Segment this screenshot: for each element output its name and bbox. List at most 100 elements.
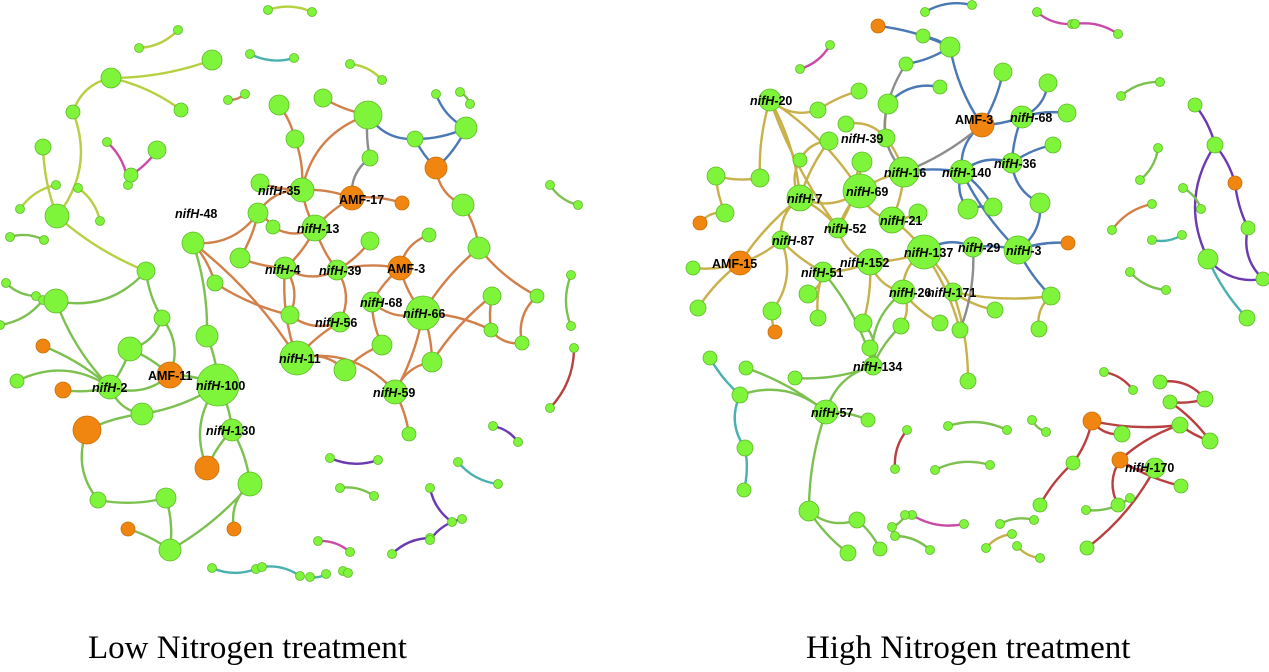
low-isolated-node bbox=[295, 571, 305, 581]
high-label-id: -29 bbox=[982, 241, 1000, 255]
high-isolated-node bbox=[985, 460, 995, 470]
high-label-id: -20 bbox=[774, 94, 792, 108]
low-bacteria-node bbox=[195, 324, 219, 348]
high-isolated-node bbox=[1002, 425, 1012, 435]
high-bacteria-node bbox=[809, 309, 827, 327]
low-label-gene: nifH bbox=[196, 379, 221, 393]
low-isolated-node bbox=[223, 95, 233, 105]
low-isolated-edge bbox=[390, 536, 432, 556]
low-edge bbox=[109, 58, 214, 80]
low-node-label: nifH-56 bbox=[315, 316, 357, 330]
low-bacteria-node bbox=[268, 94, 290, 116]
high-amf-node bbox=[1227, 175, 1243, 191]
high-isolated-node bbox=[1153, 143, 1163, 153]
low-bacteria-node bbox=[301, 214, 329, 242]
low-edge bbox=[55, 110, 83, 218]
high-bacteria-node bbox=[931, 314, 949, 332]
high-isolated-node bbox=[1099, 367, 1109, 377]
low-isolated-node bbox=[263, 5, 273, 15]
high-edge bbox=[1206, 257, 1249, 320]
low-label-id: -68 bbox=[384, 296, 402, 310]
high-label-gene: nifH bbox=[1010, 111, 1035, 125]
high-label-gene: nifH bbox=[958, 241, 983, 255]
low-nitrogen-caption: Low Nitrogen treatment bbox=[88, 630, 407, 666]
high-amf-node bbox=[1111, 451, 1129, 469]
high-edge bbox=[1245, 226, 1265, 281]
low-isolated-node bbox=[257, 562, 267, 572]
low-amf-node bbox=[35, 338, 51, 354]
high-bacteria-node bbox=[1079, 540, 1095, 556]
low-bacteria-node bbox=[280, 305, 300, 325]
low-node-label: nifH-39 bbox=[319, 264, 361, 278]
high-bacteria-node bbox=[689, 299, 707, 317]
high-isolated-edge bbox=[998, 517, 1036, 526]
low-isolated-edge bbox=[248, 52, 296, 62]
high-node-label: nifH-87 bbox=[772, 234, 814, 248]
high-label-id: -39 bbox=[865, 132, 883, 146]
low-bacteria-node bbox=[361, 291, 383, 313]
low-bacteria-node bbox=[467, 236, 491, 260]
high-amf-node bbox=[969, 112, 995, 138]
high-bacteria-node bbox=[983, 197, 1003, 217]
high-bacteria-node bbox=[1187, 97, 1203, 113]
high-bacteria-node bbox=[1110, 497, 1126, 513]
low-bacteria-node bbox=[326, 259, 348, 281]
low-label-id: -130 bbox=[230, 424, 255, 438]
high-isolated-node bbox=[795, 64, 805, 74]
high-bacteria-node bbox=[819, 131, 839, 151]
high-node-label: nifH-26 bbox=[889, 286, 931, 300]
high-isolated-node bbox=[1107, 225, 1117, 235]
low-bacteria-node bbox=[247, 202, 269, 224]
high-edge bbox=[1090, 419, 1182, 429]
low-isolated-node bbox=[173, 25, 183, 35]
high-label-gene: nifH bbox=[811, 406, 836, 420]
low-bacteria-node bbox=[273, 256, 297, 280]
low-isolated-node bbox=[453, 457, 463, 467]
high-bacteria-node bbox=[872, 541, 888, 557]
high-isolated-node bbox=[1147, 235, 1157, 245]
high-bacteria-node bbox=[1030, 320, 1048, 338]
low-node-label: nifH-2 bbox=[92, 381, 127, 395]
high-isolated-edge bbox=[1110, 202, 1154, 232]
low-isolated-node bbox=[39, 235, 49, 245]
high-amf-node bbox=[870, 18, 886, 34]
low-edge bbox=[191, 241, 299, 360]
high-node-label: nifH-171 bbox=[927, 286, 976, 300]
low-isolated-node bbox=[425, 483, 435, 493]
low-network-nodes bbox=[0, 5, 583, 582]
high-node-label: nifH-52 bbox=[824, 222, 866, 236]
low-bacteria-node bbox=[123, 167, 139, 183]
low-bacteria-node bbox=[100, 67, 122, 89]
low-isolated-node bbox=[573, 200, 583, 210]
high-bacteria-node bbox=[962, 236, 984, 258]
high-bacteria-node bbox=[837, 115, 855, 133]
low-bacteria-node bbox=[65, 104, 81, 120]
low-edge bbox=[168, 482, 252, 552]
low-node-label: nifH-48 bbox=[175, 207, 217, 221]
high-bacteria-node bbox=[1038, 73, 1058, 93]
high-node-label: nifH-152 bbox=[840, 256, 889, 270]
low-bacteria-node bbox=[483, 322, 499, 338]
low-isolated-node bbox=[134, 43, 144, 53]
low-label-gene: nifH bbox=[175, 207, 200, 221]
low-isolated-node bbox=[545, 403, 555, 413]
low-bacteria-node bbox=[360, 231, 380, 251]
low-isolated-edge bbox=[316, 539, 352, 554]
low-amf-node bbox=[226, 521, 242, 537]
high-isolated-edge bbox=[946, 420, 1009, 432]
high-isolated-edge bbox=[1102, 370, 1135, 392]
high-isolated-node bbox=[1027, 415, 1037, 425]
high-bacteria-node bbox=[812, 261, 834, 283]
high-bacteria-node bbox=[1001, 152, 1023, 174]
high-bacteria-node bbox=[1010, 105, 1034, 129]
high-isolated-node bbox=[1155, 77, 1165, 87]
low-bacteria-node bbox=[158, 538, 182, 562]
low-bacteria-node bbox=[529, 288, 545, 304]
low-bacteria-node bbox=[382, 379, 408, 405]
high-bacteria-node bbox=[959, 372, 977, 390]
low-edge bbox=[300, 113, 370, 192]
high-bacteria-node bbox=[860, 412, 876, 428]
low-bacteria-node bbox=[406, 130, 424, 148]
high-node-label: nifH-137 bbox=[904, 246, 953, 260]
high-edge bbox=[807, 410, 828, 513]
